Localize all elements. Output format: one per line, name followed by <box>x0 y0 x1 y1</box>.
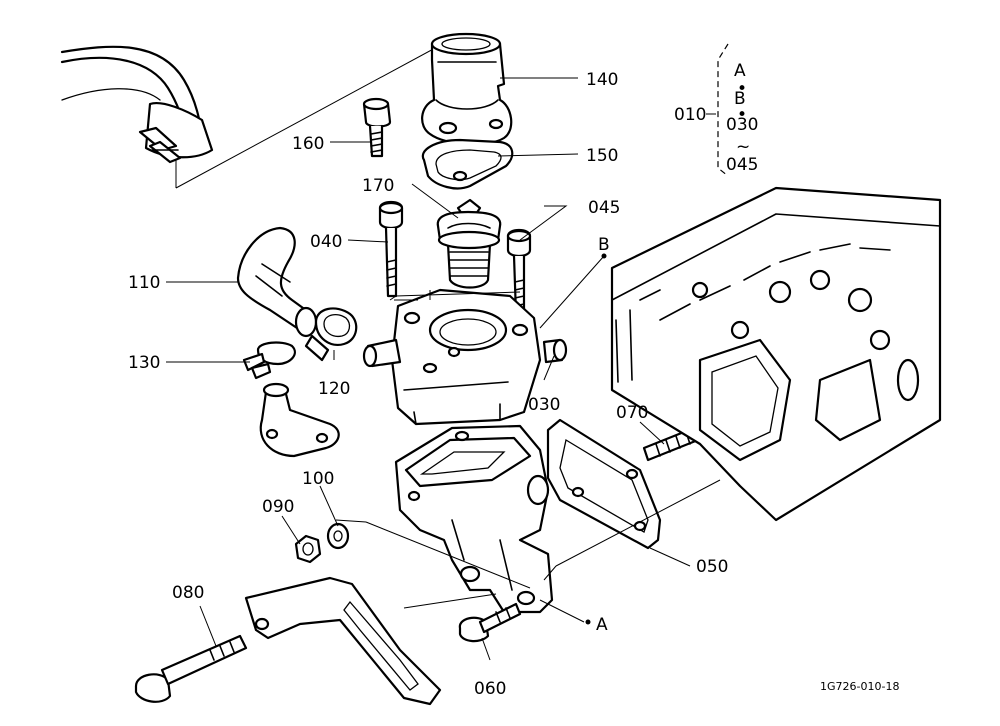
thermostat-cover-140 <box>421 32 513 146</box>
nut-090 <box>294 534 322 564</box>
label-140: 140 <box>586 70 618 90</box>
bolt-060 <box>458 602 522 643</box>
clip-130 <box>242 341 296 380</box>
label-040: 040 <box>310 232 342 252</box>
legend-dot-1: • <box>737 79 747 99</box>
label-130: 130 <box>128 353 160 373</box>
label-070: 070 <box>616 403 648 423</box>
washer-100 <box>326 522 350 550</box>
bolt-040 <box>378 200 404 298</box>
hose-clamp-120 <box>304 307 358 362</box>
water-pump-body <box>394 424 554 614</box>
label-080: 080 <box>172 583 204 603</box>
plug-030 <box>542 338 568 364</box>
bolt-080 <box>134 634 248 703</box>
label-010: 010 <box>674 105 706 125</box>
label-060: 060 <box>474 679 506 699</box>
label-110: 110 <box>128 273 160 293</box>
set-legend: 010 A • B • 030 ~ 045 <box>674 43 758 177</box>
label-090: 090 <box>262 497 294 517</box>
label-120: 120 <box>318 379 350 399</box>
label-050: 050 <box>696 557 728 577</box>
legend-b: B <box>734 89 746 109</box>
cylinder-head <box>610 186 942 522</box>
thermostat-170 <box>436 198 502 289</box>
label-ref-b: B <box>598 235 610 255</box>
bolt-160 <box>362 97 392 158</box>
label-100: 100 <box>302 469 334 489</box>
label-030: 030 <box>528 395 560 415</box>
upper-hose <box>60 45 214 164</box>
legend-a: A <box>734 61 746 81</box>
adjusting-bracket <box>244 576 442 706</box>
label-160: 160 <box>292 134 324 154</box>
label-ref-a: A <box>596 615 608 635</box>
label-170: 170 <box>362 176 394 196</box>
thermostat-housing <box>362 288 542 426</box>
label-150: 150 <box>586 146 618 166</box>
legend-tilde: ~ <box>736 137 750 157</box>
legend-dot-2: • <box>737 105 747 125</box>
legend-to: 045 <box>726 155 758 175</box>
pipe-flange <box>259 382 340 458</box>
hose-110 <box>236 226 318 338</box>
legend-from: 030 <box>726 115 758 135</box>
gasket-150 <box>421 138 514 190</box>
gasket-050 <box>546 418 662 550</box>
label-045: 045 <box>588 198 620 218</box>
drawing-code: 1G726-010-18 <box>820 680 899 693</box>
